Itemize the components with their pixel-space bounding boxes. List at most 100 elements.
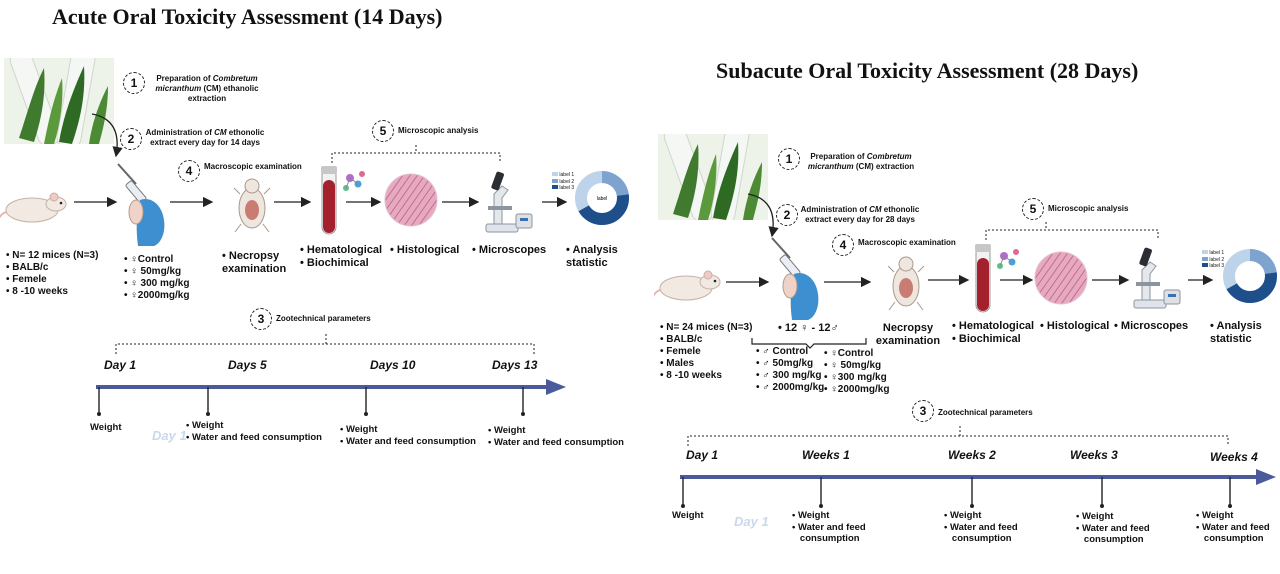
acute-days-13: Days 13: [492, 358, 538, 372]
acute-d10-items: • Weight• Water and feed consumption: [340, 424, 476, 447]
legend-item: label 3: [1202, 263, 1224, 270]
list-item: Hematological: [300, 244, 382, 257]
donut-center-label: label: [597, 196, 608, 202]
list-item: ♀ 300 mg/kg: [124, 278, 189, 290]
acute-arrow-mouse-syringe: [74, 196, 118, 208]
list-item: ♀2000mg/kg: [124, 290, 189, 302]
subacute-step-1-text: Preparation of Combretum micranthum (CM)…: [807, 152, 915, 171]
subacute-donut-legend: label 1 label 2 label 3: [1202, 250, 1224, 270]
subacute-step-2-badge: 2: [776, 204, 798, 226]
acute-microscopes-label: • Microscopes: [472, 244, 547, 256]
subacute-group-split: • 12 ♀ - 12♂: [778, 322, 839, 334]
acute-step-3-text: Zootechnical parameters: [276, 314, 371, 323]
subacute-step-3-badge: 3: [912, 400, 934, 422]
acute-histology-tissue-illustration: [384, 173, 438, 227]
subacute-histological-label: • Histological: [1040, 320, 1110, 332]
legend-item: label 3: [552, 185, 574, 192]
acute-subject-list: N= 12 mices (N=3) BALB/c Femele 8 -10 we…: [6, 250, 98, 298]
acute-syringe-injection-illustration: [117, 163, 165, 246]
acute-d13-items: • Weight• Water and feed consumption: [488, 425, 624, 448]
acute-step-4-badge: 4: [178, 160, 200, 182]
list-item: ♂ Control: [756, 346, 824, 358]
list-item: Males: [660, 358, 752, 370]
acute-histological-label: • Histological: [390, 244, 460, 256]
acute-step-3-badge: 3: [250, 308, 272, 330]
subacute-step-2-text: Administration of CM ethonolic extract e…: [800, 205, 920, 224]
acute-mouse-illustration: [0, 192, 67, 223]
acute-title: Acute Oral Toxicity Assessment (14 Days): [52, 4, 443, 29]
subacute-male-dose-list: ♂ Control ♂ 50mg/kg ♂ 300 mg/kg ♂ 2000mg…: [756, 346, 824, 394]
acute-step-1-text: Preparation of Combretum micranthum (CM)…: [155, 74, 259, 103]
subacute-blood-tube-illustration: [975, 244, 1019, 313]
subacute-arrow-necropsy-blood: [928, 274, 970, 286]
subacute-step-1-badge: 1: [778, 148, 800, 170]
subacute-w2-items: • Weight• Water and feed consumption: [944, 510, 1018, 544]
subacute-blood-labels: Hematological Biochimical: [952, 320, 1034, 346]
acute-dose-list: ♀Control ♀ 50mg/kg ♀ 300 mg/kg ♀2000mg/k…: [124, 254, 189, 302]
subacute-step-3-text: Zootechnical parameters: [938, 408, 1033, 417]
subacute-ghost-day: Day 1: [734, 514, 769, 529]
acute-step-1-badge: 1: [123, 72, 145, 94]
acute-step-4-text: Macroscopic examination: [204, 162, 302, 171]
acute-donut-legend: label 1 label 2 label 3: [552, 172, 574, 192]
subacute-plant-extract-illustration: [658, 134, 768, 220]
subacute-step-4-text: Macroscopic examination: [858, 238, 956, 247]
acute-d1-items: Weight: [90, 422, 122, 433]
acute-blood-tube-illustration: [321, 166, 365, 235]
subacute-necropsy-illustration: [887, 256, 925, 311]
acute-analysis-label: • Analysis statistic: [566, 244, 618, 269]
list-item: Biochimical: [300, 257, 382, 270]
list-item: N= 24 mices (N=3): [660, 322, 752, 334]
subacute-w1-items: • Weight• Water and feed consumption: [792, 510, 866, 544]
subacute-step-5-text: Microscopic analysis: [1048, 204, 1129, 213]
list-item: Femele: [660, 346, 752, 358]
subacute-syringe-injection-illustration: [771, 237, 819, 320]
acute-step-2-text: Administration of CM ethonolic extract e…: [145, 128, 265, 147]
subacute-title: Subacute Oral Toxicity Assessment (28 Da…: [716, 58, 1139, 83]
list-item: ♂ 50mg/kg: [756, 358, 824, 370]
acute-arrow-microscope-stats: [542, 196, 568, 208]
subacute-histology-tissue-illustration: [1034, 251, 1088, 305]
subacute-microscope-illustration: [1133, 247, 1181, 309]
subacute-female-dose-list: ♀Control ♀ 50mg/kg ♀300 mg/kg ♀2000mg/kg: [824, 348, 889, 396]
list-item: ♀2000mg/kg: [824, 384, 889, 396]
acute-microscope-illustration: [485, 171, 533, 233]
acute-days-5: Days 5: [228, 358, 267, 372]
subacute-curved-arrow: [747, 193, 779, 238]
acute-necropsy-label: • Necropsy examination: [222, 250, 287, 275]
subacute-arrow-syringe-necropsy: [824, 276, 872, 288]
legend-item: label 2: [1202, 256, 1224, 264]
acute-curved-arrow: [91, 113, 123, 158]
acute-day-1: Day 1: [104, 358, 137, 372]
subacute-weeks-3: Weeks 3: [1070, 448, 1118, 462]
list-item: ♀300 mg/kg: [824, 372, 889, 384]
subacute-d1-items: Weight: [672, 510, 704, 521]
acute-step-5-text: Microscopic analysis: [398, 126, 479, 135]
list-item: BALB/c: [660, 334, 752, 346]
list-item: ♀ 50mg/kg: [824, 360, 889, 372]
acute-zootechnical-bracket: [115, 334, 535, 354]
list-item: ♀Control: [824, 348, 889, 360]
list-item: ♀Control: [124, 254, 189, 266]
acute-step-5-badge: 5: [372, 120, 394, 142]
subacute-microscopes-label: • Microscopes: [1114, 320, 1189, 332]
subacute-timeline: [680, 469, 1276, 508]
list-item: 8 -10 weeks: [6, 286, 98, 298]
acute-necropsy-illustration: [233, 178, 271, 233]
subacute-arrow-blood-tissue: [1000, 274, 1034, 286]
subacute-donut-chart-icon: [1223, 249, 1277, 303]
list-item: ♂ 2000mg/kg: [756, 382, 824, 394]
acute-arrow-necropsy-blood: [274, 196, 312, 208]
subacute-weeks-2: Weeks 2: [948, 448, 996, 462]
acute-arrow-blood-tissue: [346, 196, 382, 208]
subacute-zootechnical-bracket: [687, 426, 1229, 446]
subacute-step-5-badge: 5: [1022, 198, 1044, 220]
subacute-step-4-badge: 4: [832, 234, 854, 256]
subacute-arrow-mouse-syringe: [726, 276, 770, 288]
subacute-arrow-tissue-microscope: [1092, 274, 1130, 286]
list-item: N= 12 mices (N=3): [6, 250, 98, 262]
subacute-arrow-microscope-stats: [1188, 274, 1214, 286]
acute-arrow-syringe-necropsy: [170, 196, 214, 208]
list-item: Hematological: [952, 320, 1034, 333]
acute-days-10: Days 10: [370, 358, 416, 372]
